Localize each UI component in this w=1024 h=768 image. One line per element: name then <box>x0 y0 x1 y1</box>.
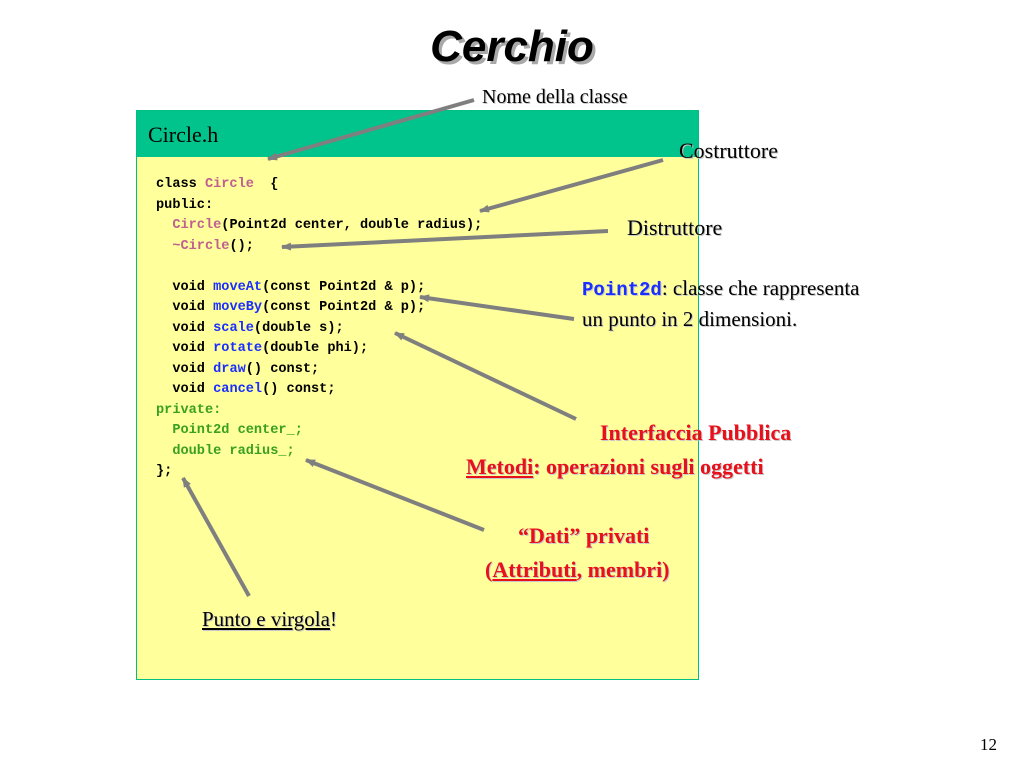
arrow-private-data <box>305 458 485 532</box>
code-void-keyword: void <box>172 320 214 336</box>
label-methods: Metodi: operazioni sugli oggetti <box>466 454 764 480</box>
code-listing: class Circle { public: Circle(Point2d ce… <box>156 175 482 483</box>
code-constructor-name: Circle <box>172 218 222 233</box>
label-semicolon-text: Punto e virgola <box>202 607 330 631</box>
label-attributes-word: Attributi <box>492 557 577 582</box>
code-destructor-name: ~Circle <box>172 238 230 254</box>
code-method-moveby-args: (const Point2d & p); <box>262 300 426 315</box>
code-method-moveat: moveAt <box>213 279 263 295</box>
code-method-scale-args: (double s); <box>253 320 344 336</box>
code-method-cancel-args: () const; <box>262 382 336 397</box>
code-panel: Circle.h class Circle { public: Circle(P… <box>136 110 699 680</box>
label-point2d-word: Point2d <box>582 279 662 301</box>
label-attributes-rest: , membri) <box>576 557 670 582</box>
label-point2d-desc-1: : classe che rappresenta <box>661 276 860 300</box>
code-void-keyword: void <box>172 279 214 295</box>
label-class-name: Nome della classe <box>482 86 628 108</box>
label-point2d-desc-2: un punto in 2 dimensioni. <box>582 307 798 331</box>
code-method-moveby: moveBy <box>213 300 263 315</box>
code-method-draw-args: () const; <box>245 361 320 377</box>
code-class-name: Circle <box>204 177 254 192</box>
code-class-open: { <box>253 177 279 192</box>
label-attributes-open: ( <box>485 557 493 582</box>
label-private-data: “Dati” privati <box>518 523 650 548</box>
code-void-keyword: void <box>172 341 214 356</box>
code-method-draw: draw <box>213 361 246 377</box>
label-semicolon-excl: ! <box>329 607 337 631</box>
arrow-class-name <box>267 98 475 161</box>
code-constructor-args: (Point2d center, double radius); <box>221 218 483 233</box>
code-void-keyword: void <box>172 382 214 397</box>
code-void-keyword: void <box>172 300 214 315</box>
label-constructor: Costruttore <box>679 138 778 163</box>
arrow-public-interface <box>394 331 577 421</box>
file-header: Circle.h <box>137 111 698 157</box>
label-methods-rest: : operazioni sugli oggetti <box>533 454 764 479</box>
label-semicolon: Punto e virgola! <box>202 607 337 632</box>
label-attributes: (Attributi, membri) <box>485 557 670 583</box>
label-point2d: Point2d: classe che rappresenta un punto … <box>582 274 859 334</box>
arrow-point2d <box>419 294 575 321</box>
file-name: Circle.h <box>148 122 219 147</box>
label-destructor: Distruttore <box>627 215 723 240</box>
code-class-close: }; <box>156 464 173 479</box>
arrow-destructor <box>281 229 609 251</box>
label-public-interface: Interfaccia Pubblica <box>600 420 792 445</box>
code-private-keyword: private: <box>156 402 222 418</box>
arrow-constructor <box>479 158 664 213</box>
code-public-keyword: public: <box>156 197 214 213</box>
code-method-moveat-args: (const Point2d & p); <box>262 279 426 295</box>
arrow-semicolon <box>181 477 251 597</box>
page-number: 12 <box>980 735 997 754</box>
code-class-keyword: class <box>156 177 205 192</box>
code-destructor-args: (); <box>229 238 254 254</box>
slide-title: Cerchio <box>430 22 594 71</box>
code-method-scale: scale <box>213 320 254 336</box>
code-method-cancel: cancel <box>213 382 263 397</box>
code-void-keyword: void <box>172 361 214 377</box>
code-field-center: Point2d center_; <box>172 423 303 438</box>
code-field-radius: double radius_; <box>172 443 295 459</box>
code-method-rotate-args: (double phi); <box>262 341 369 356</box>
code-method-rotate: rotate <box>213 341 263 356</box>
label-methods-word: Metodi <box>466 454 534 479</box>
